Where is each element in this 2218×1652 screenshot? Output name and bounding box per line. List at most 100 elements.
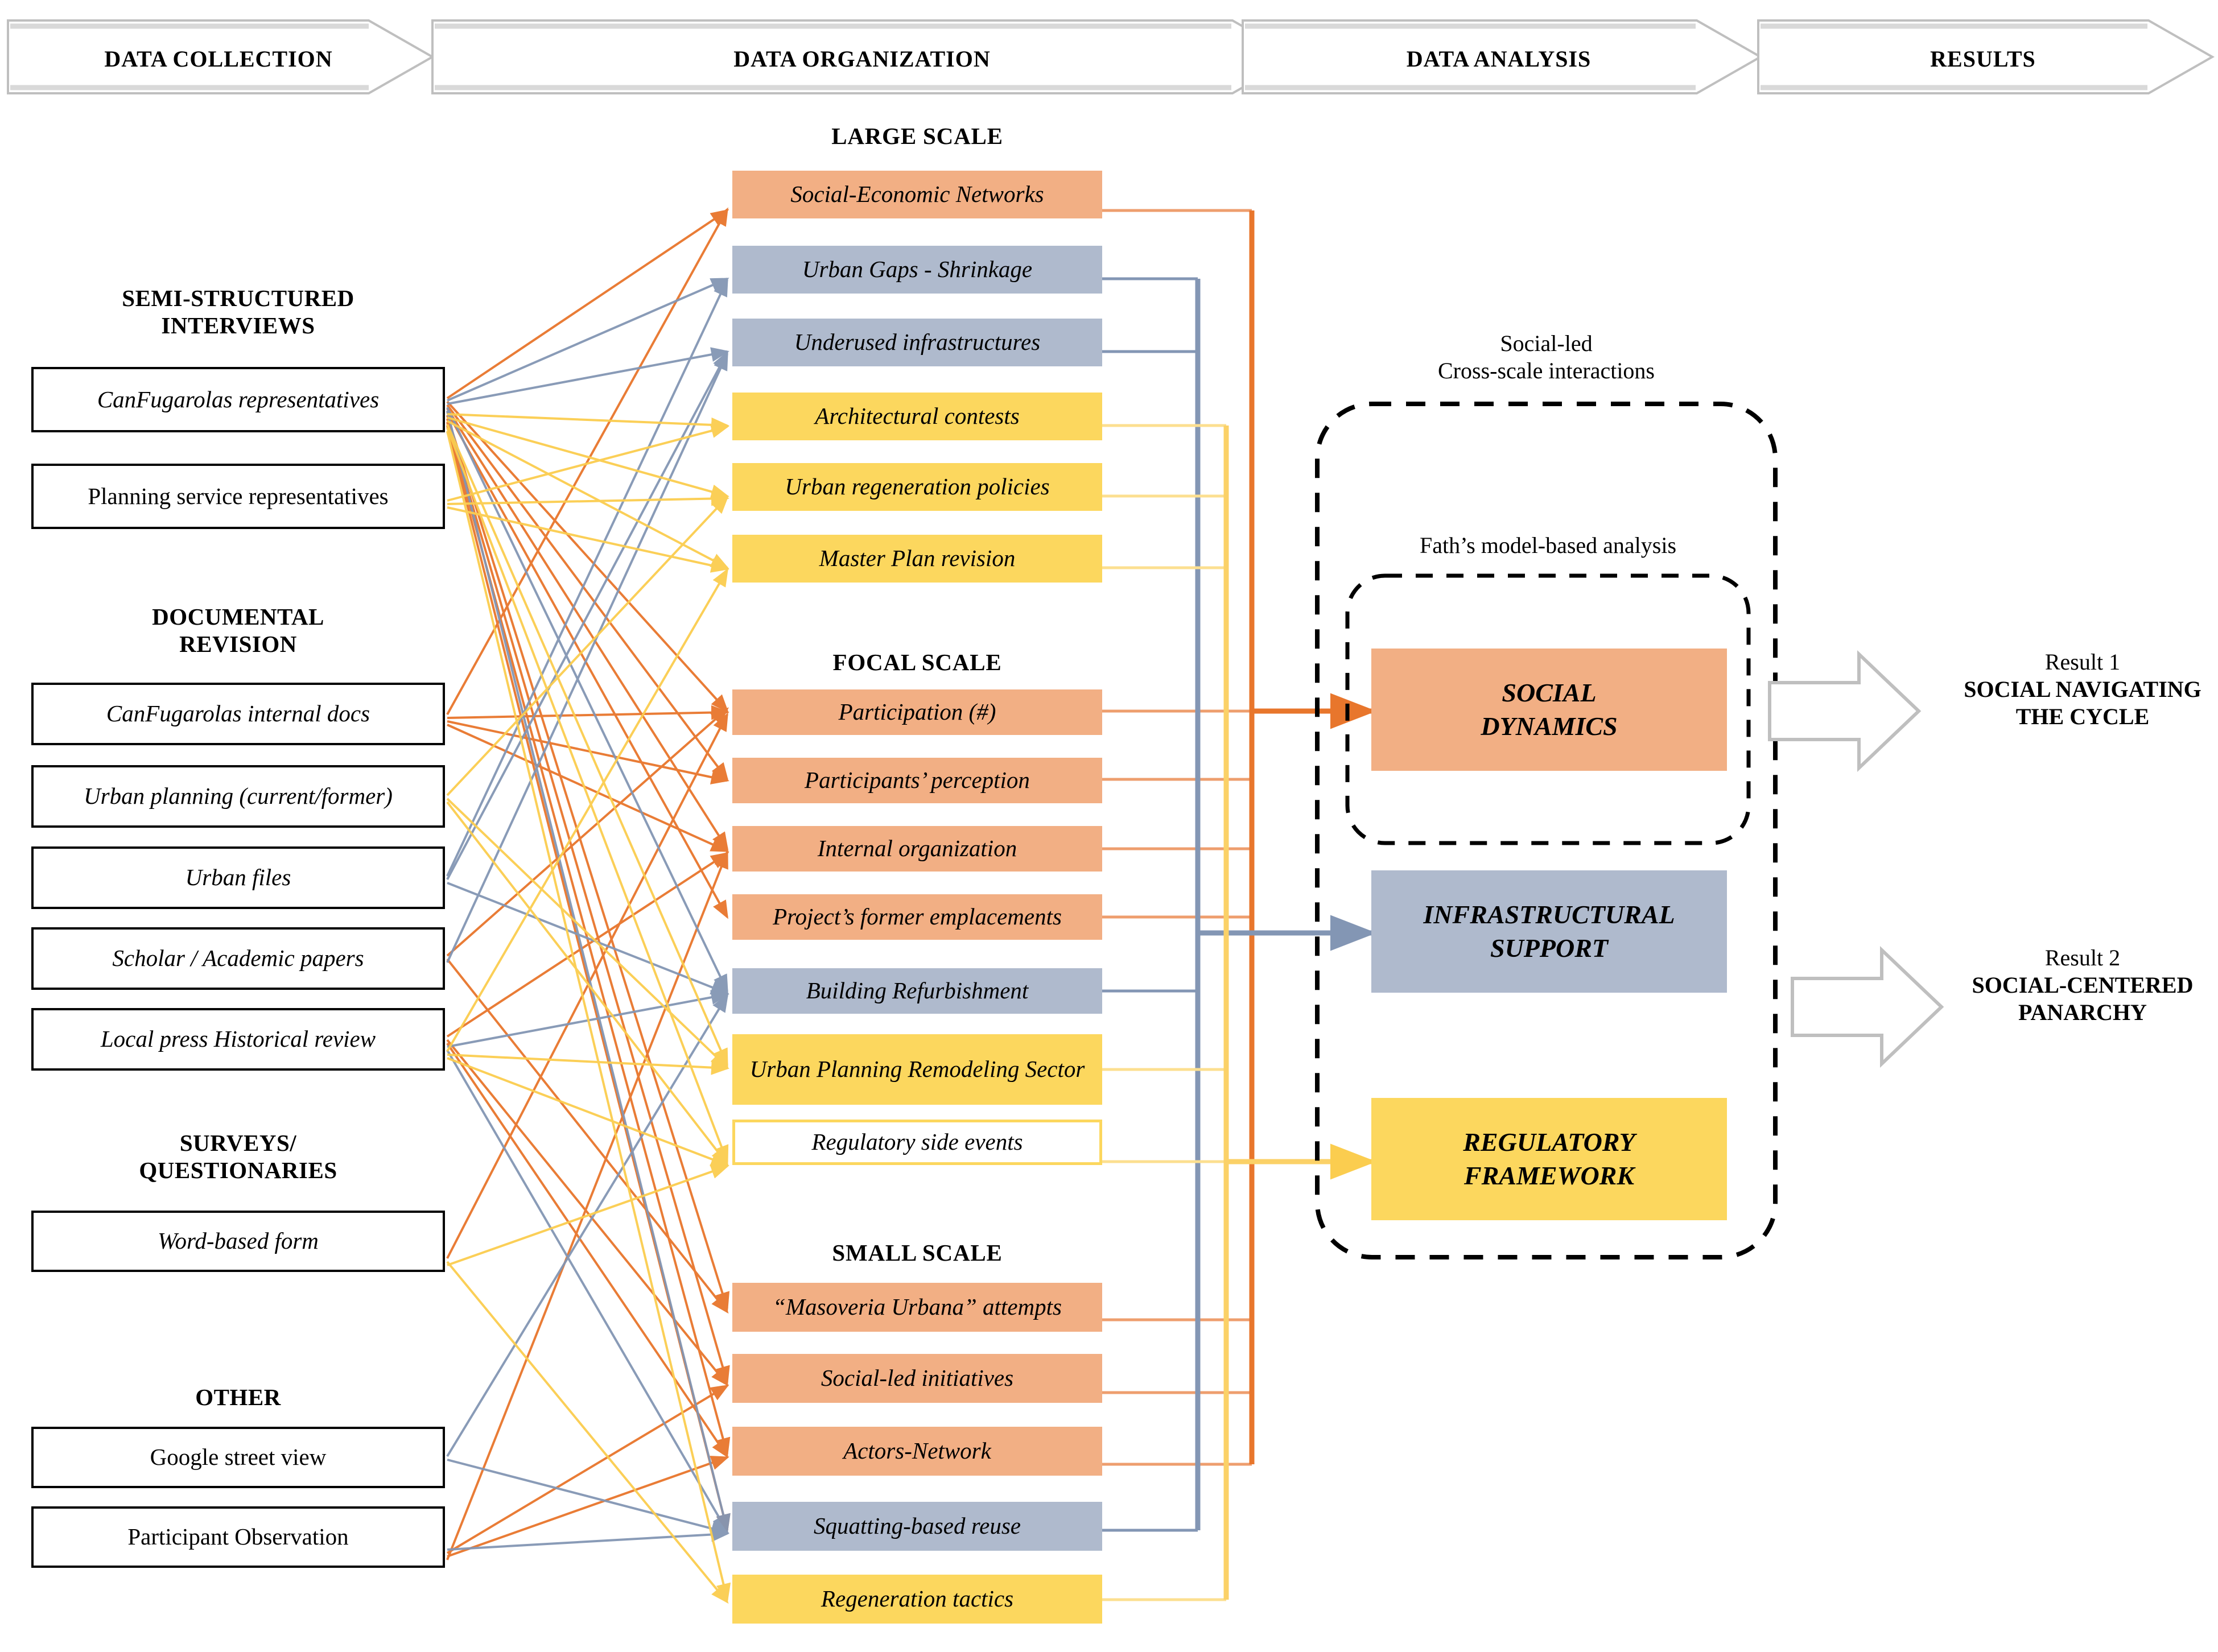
phase-chevron-data-analysis (1242, 19, 1763, 94)
scale-box-urban-regeneration-policies[interactable]: Urban regeneration policies (732, 463, 1102, 511)
group-heading-surveys-questionaries: SURVEYS/ QUESTIONARIES (31, 1129, 445, 1184)
analysis-box-regulatory-framework[interactable]: REGULATORY FRAMEWORK (1371, 1098, 1727, 1220)
source-box-canfugarolas-internal-docs[interactable]: CanFugarolas internal docs (31, 683, 445, 745)
source-box-planning-service-representatives[interactable]: Planning service representatives (31, 464, 445, 529)
result-1-line1: SOCIAL NAVIGATING (1964, 676, 2201, 702)
bus-blue (1102, 277, 1198, 1532)
scale-box-social-led-initiatives[interactable]: Social-led initiatives (732, 1354, 1102, 1403)
scale-box-label: Internal organization (817, 835, 1017, 862)
connector-group-yellow (446, 413, 731, 1604)
phase-label-results: RESULTS (1930, 46, 2036, 72)
source-label: Participant Observation (127, 1523, 349, 1550)
phase-label-data-collection: DATA COLLECTION (104, 46, 333, 72)
scale-box-masoveria-urbana-attempts[interactable]: “Masoveria Urbana” attempts (732, 1283, 1102, 1332)
scale-box-regeneration-tactics[interactable]: Regeneration tactics (732, 1575, 1102, 1624)
scale-box-label: Regeneration tactics (821, 1585, 1014, 1612)
connector-group-blue (446, 278, 731, 1551)
source-label: Google street view (150, 1444, 327, 1471)
group-heading-documental-revision: DOCUMENTAL REVISION (31, 603, 445, 658)
analysis-box-line1: REGULATORY (1463, 1127, 1635, 1157)
scale-box-urban-planning-remodeling-sector[interactable]: Urban Planning Remodeling Sector (732, 1034, 1102, 1105)
analysis-caption-line1: Social-led (1500, 331, 1593, 356)
phase-banner (7, 19, 2215, 94)
connector-group-orange (446, 207, 731, 1560)
phase-chevron-data-collection (7, 19, 435, 94)
scale-box-label: Urban Gaps - Shrinkage (802, 256, 1033, 283)
source-box-urban-files[interactable]: Urban files (31, 846, 445, 909)
source-box-urban-planning-current-former[interactable]: Urban planning (current/former) (31, 765, 445, 828)
scale-box-master-plan-revision[interactable]: Master Plan revision (732, 535, 1102, 583)
group-heading-line1: OTHER (195, 1384, 281, 1410)
scale-box-projects-former-emplacements[interactable]: Project’s former emplacements (732, 894, 1102, 940)
analysis-box-infrastructural-support[interactable]: INFRASTRUCTURAL SUPPORT (1371, 870, 1727, 993)
scale-box-label: Underused infrastructures (794, 329, 1041, 356)
scale-box-label: Squatting-based reuse (813, 1513, 1021, 1539)
fath-model-analysis-caption: Fath’s model-based analysis (1419, 532, 1677, 558)
analysis-box-line2: FRAMEWORK (1463, 1160, 1635, 1190)
source-label: Word-based form (158, 1228, 319, 1254)
phase-label-data-analysis: DATA ANALYSIS (1406, 46, 1592, 72)
scale-box-label: Master Plan revision (819, 545, 1016, 572)
result-1-arrow (1768, 650, 1922, 772)
scale-box-label: Social-led initiatives (821, 1365, 1014, 1391)
scale-box-label: Participants’ perception (805, 767, 1030, 794)
scale-heading-large-scale: LARGE SCALE (831, 123, 1003, 149)
group-heading-line2: INTERVIEWS (161, 312, 315, 339)
group-heading-line1: SURVEYS/ (179, 1130, 297, 1156)
analysis-box-line1: SOCIAL (1502, 678, 1597, 707)
scale-box-underused-infrastructures[interactable]: Underused infrastructures (732, 319, 1102, 366)
analysis-box-label: SOCIAL DYNAMICS (1481, 676, 1617, 744)
analysis-box-label: INFRASTRUCTURAL SUPPORT (1423, 898, 1675, 965)
scale-box-building-refurbishment[interactable]: Building Refurbishment (732, 968, 1102, 1014)
analysis-caption-line2: Cross-scale interactions (1438, 358, 1655, 383)
scale-box-label: Urban regeneration policies (785, 473, 1050, 500)
analysis-box-line1: INFRASTRUCTURAL (1423, 899, 1675, 929)
result-1-number: Result 1 (2044, 649, 2121, 675)
scale-box-internal-organization[interactable]: Internal organization (732, 826, 1102, 872)
cross-scale-interactions-container (1315, 402, 1778, 1259)
group-heading-semi-structured-interviews: SEMI-STRUCTURED INTERVIEWS (31, 284, 445, 340)
analysis-box-line2: SUPPORT (1490, 933, 1608, 963)
scale-box-urban-gaps-shrinkage[interactable]: Urban Gaps - Shrinkage (732, 246, 1102, 294)
source-box-google-street-view[interactable]: Google street view (31, 1427, 445, 1488)
source-box-word-based-form[interactable]: Word-based form (31, 1211, 445, 1272)
source-box-participant-observation[interactable]: Participant Observation (31, 1506, 445, 1568)
result-2-arrow (1791, 946, 1944, 1068)
scale-box-squatting-based-reuse[interactable]: Squatting-based reuse (732, 1502, 1102, 1551)
scale-box-label: Actors-Network (843, 1438, 991, 1464)
scale-box-label: Urban Planning Remodeling Sector (749, 1056, 1085, 1083)
group-heading-other: OTHER (31, 1383, 445, 1411)
group-heading-line2: REVISION (179, 631, 297, 658)
scale-box-regulatory-side-events[interactable]: Regulatory side events (732, 1120, 1102, 1165)
group-heading-line1: DOCUMENTAL (152, 604, 324, 630)
result-1-text: Result 1 SOCIAL NAVIGATING THE CYCLE (1952, 649, 2213, 730)
phase-chevron-results (1757, 19, 2215, 94)
result-2-line1: SOCIAL-CENTERED (1972, 972, 2194, 998)
scale-heading-small-scale: SMALL SCALE (832, 1240, 1003, 1266)
scale-box-participation[interactable]: Participation (#) (732, 689, 1102, 735)
source-label: Planning service representatives (88, 482, 389, 509)
scale-box-architectural-contests[interactable]: Architectural contests (732, 393, 1102, 440)
result-2-line2: PANARCHY (2018, 1000, 2147, 1025)
scale-box-actors-network[interactable]: Actors-Network (732, 1427, 1102, 1476)
result-1-line2: THE CYCLE (2015, 704, 2150, 729)
scale-box-label: Building Refurbishment (806, 977, 1029, 1004)
source-label: Urban files (185, 864, 291, 891)
bus-orange (1102, 209, 1252, 1466)
scale-box-social-economic-networks[interactable]: Social-Economic Networks (732, 171, 1102, 218)
scale-box-label: Participation (#) (838, 699, 996, 725)
source-box-canfugarolas-representatives[interactable]: CanFugarolas representatives (31, 367, 445, 432)
scale-box-label: Project’s former emplacements (773, 903, 1062, 930)
group-heading-line1: SEMI-STRUCTURED (122, 285, 354, 311)
source-box-local-press-historical-review[interactable]: Local press Historical review (31, 1008, 445, 1071)
analysis-caption: Social-led Cross-scale interactions (1317, 330, 1775, 385)
source-label: CanFugarolas representatives (97, 386, 380, 412)
phase-label-data-organization: DATA ORGANIZATION (733, 46, 991, 72)
source-box-scholar-academic-papers[interactable]: Scholar / Academic papers (31, 927, 445, 990)
analysis-box-social-dynamics[interactable]: SOCIAL DYNAMICS (1371, 649, 1727, 771)
scale-box-label: Architectural contests (815, 403, 1020, 429)
scale-box-participants-perception[interactable]: Participants’ perception (732, 758, 1102, 803)
scale-box-label: “Masoveria Urbana” attempts (773, 1294, 1062, 1320)
